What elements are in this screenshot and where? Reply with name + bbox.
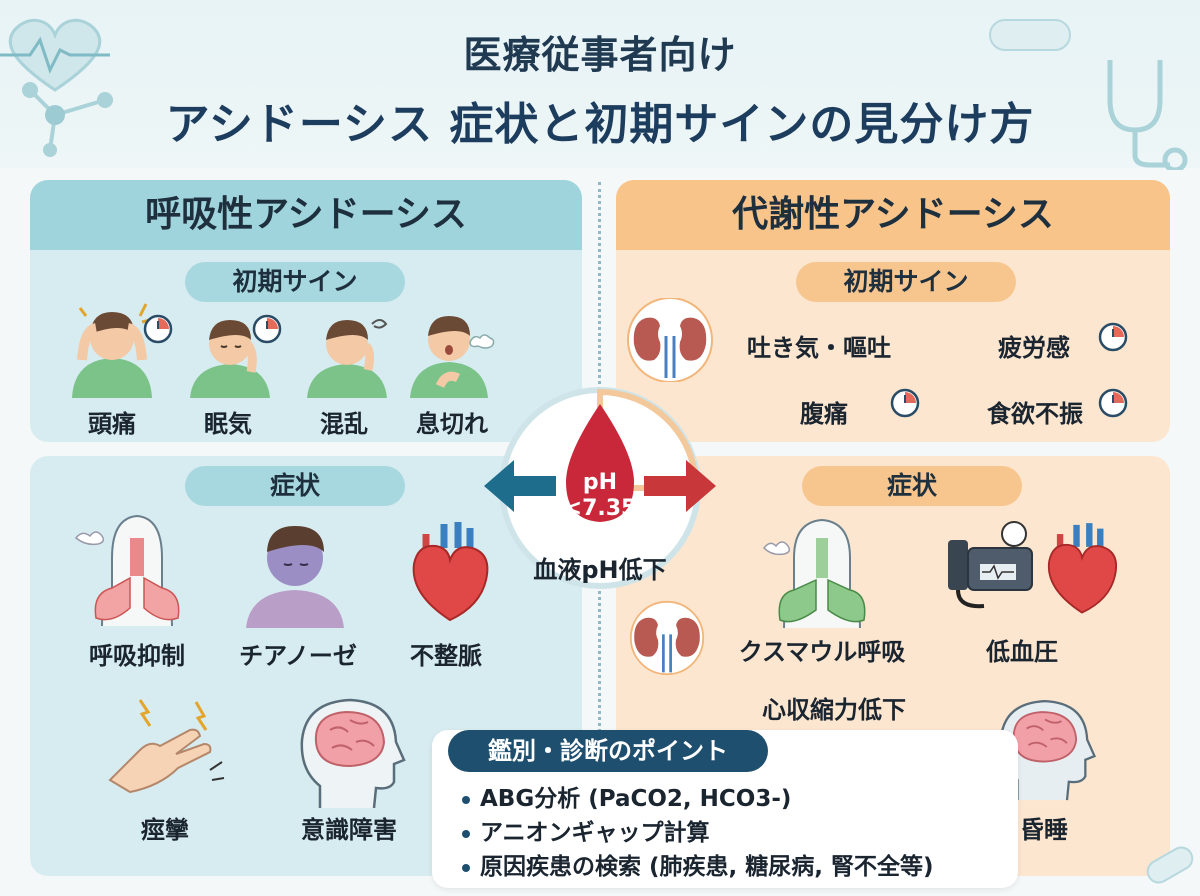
respiratory-symptoms-pill: 症状 [185,466,405,506]
bullet-icon [462,829,470,838]
symptom-label: 呼吸抑制 [89,642,185,670]
symptom-label: 昏睡 [1020,816,1068,844]
brain-head-icon [300,698,406,808]
clock-icon [890,388,920,418]
ph-threshold: <7.35 [563,496,637,521]
ph-caption: 血液pH低下 [533,556,667,584]
early-sign-label: 眠気 [204,410,252,438]
symptom-label: 痙攣 [141,816,189,844]
diagnosis-point: アニオンギャップ計算 [462,816,934,850]
symptom-label: 意識障害 [301,816,397,844]
sleepy-person-icon [190,320,270,398]
bullet-icon [462,795,470,804]
early-sign-label: 吐き気・嘔吐 [747,334,891,362]
clock-icon [143,314,173,344]
symptom-label: クスマウル呼吸 [738,638,906,666]
kidney-icon [627,298,713,382]
hands-tremor-icon [108,699,225,794]
heart-icon [1047,523,1118,614]
clock-icon [1098,388,1128,418]
ph-label: pH [582,470,618,495]
arrow-right-icon [644,460,716,512]
early-sign-label: 頭痛 [88,410,136,438]
clock-icon [1098,322,1128,352]
diagnosis-title: 鑑別・診断のポイント [448,730,768,772]
short-breath-person-icon [410,316,488,398]
blood-drop-icon [566,404,634,522]
respiratory-early-signs-pill: 初期サイン [185,262,405,302]
kidney-icon [629,600,705,676]
symptom-label: チアノーゼ [239,642,357,670]
lungs-breathing-icon [74,514,180,627]
blood-pressure-monitor-icon [948,521,1033,609]
kussmaul-lungs-icon [763,518,866,628]
early-sign-label: 疲労感 [998,334,1070,362]
page-title: アシドーシス 症状と初期サインの見分け方 [165,99,1035,150]
headache-person-icon [72,303,152,398]
diagnosis-point: 原因疾患の検索 (肺疾患, 糖尿病, 腎不全等) [462,850,934,884]
molecule-icon [22,82,113,157]
symptom-label: 心収縮力低下 [762,696,906,724]
symptom-label: 低血圧 [986,638,1058,666]
ph-center-graphic [484,387,716,589]
metabolic-symptoms-pill: 症状 [802,466,1022,506]
metabolic-heading: 代謝性アシドーシス [616,180,1170,250]
diagnosis-point: ABG分析 (PaCO2, HCO3-) [462,782,934,816]
early-sign-label: 息切れ [416,410,488,438]
stethoscope-icon [1107,60,1188,170]
clock-icon [252,314,282,344]
page-subtitle: 医療従事者向け [463,33,737,77]
pill-capsule-icon [1146,846,1194,884]
symptom-label: 不整脈 [410,642,482,670]
early-sign-label: 混乱 [320,410,368,438]
breath-puff-icon [469,334,495,349]
early-sign-label: 腹痛 [800,400,848,428]
diagnosis-list: ABG分析 (PaCO2, HCO3-) アニオンギャップ計算 原因疾患の検索 … [462,782,934,884]
pill-capsule-icon [989,19,1071,51]
heart-pulse-icon [0,18,110,92]
brain-head-icon [999,699,1097,801]
metabolic-early-signs-pill: 初期サイン [796,262,1016,302]
confused-person-icon [307,319,388,398]
heart-icon [412,522,489,622]
cyanosis-person-icon [246,526,344,628]
early-sign-label: 食欲不振 [987,400,1083,428]
bullet-icon [462,863,470,872]
respiratory-early-panel: 呼吸性アシドーシス [30,180,582,442]
respiratory-heading: 呼吸性アシドーシス [30,180,582,250]
arrow-left-icon [484,460,556,512]
